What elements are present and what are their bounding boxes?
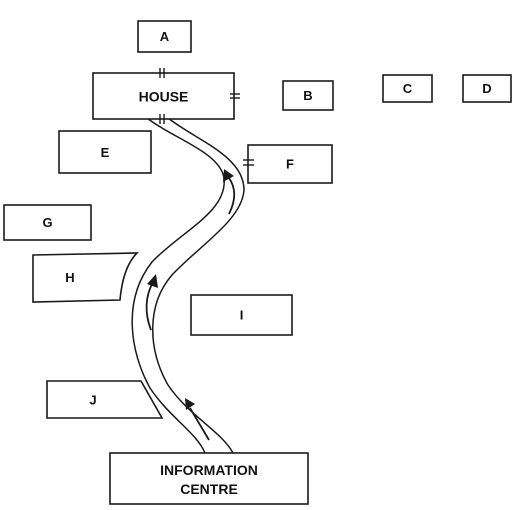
- box-c-label: C: [403, 81, 413, 96]
- box-a-label: A: [160, 29, 170, 44]
- path-left-edge: [131, 117, 225, 454]
- box-e: E: [58, 130, 152, 174]
- box-d-label: D: [482, 81, 491, 96]
- box-e-label: E: [101, 145, 110, 160]
- box-g-label: G: [42, 215, 52, 230]
- box-j: J: [46, 380, 164, 419]
- house-box: HOUSE: [92, 72, 235, 120]
- house-label: HOUSE: [139, 89, 189, 105]
- box-h: H: [32, 252, 139, 303]
- box-i: I: [190, 294, 293, 336]
- box-i-label: I: [240, 308, 244, 323]
- box-a: A: [137, 20, 192, 53]
- arrow-up-icon: [145, 274, 158, 331]
- box-f-label: F: [286, 157, 294, 172]
- path-right-edge: [152, 117, 245, 454]
- arrow-up-icon: [185, 398, 210, 441]
- box-b: B: [282, 80, 334, 111]
- box-g: G: [3, 204, 92, 241]
- winding-path: [131, 117, 245, 454]
- house-gates: [159, 68, 240, 124]
- box-c: C: [382, 74, 433, 103]
- information-centre-label-line2: CENTRE: [180, 481, 238, 497]
- box-h-label: H: [65, 270, 74, 285]
- information-centre-box: INFORMATION CENTRE: [109, 452, 309, 505]
- arrow-up-icon: [223, 169, 236, 215]
- information-centre-label-line1: INFORMATION: [160, 462, 258, 478]
- box-d: D: [462, 74, 512, 103]
- box-b-label: B: [303, 88, 312, 103]
- box-f: F: [247, 144, 333, 184]
- path-arrows: [145, 169, 236, 441]
- box-f-gate: [243, 159, 254, 166]
- box-j-label: J: [89, 393, 96, 408]
